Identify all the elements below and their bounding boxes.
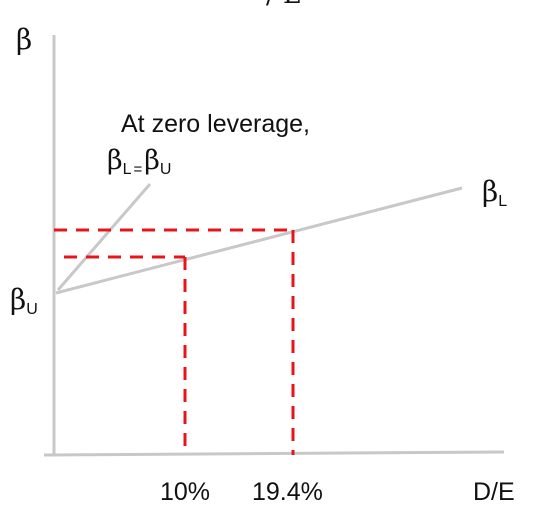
x-axis-label: D/E [473, 478, 515, 506]
y-axis-label: β [16, 23, 33, 56]
x-tick-10: 10% [160, 478, 211, 506]
x-axis [43, 450, 505, 457]
beta-l-label: βL [482, 175, 507, 210]
annotation-pointer [56, 183, 152, 291]
annotation-equals: = [133, 161, 143, 178]
x-tick-19-4: 19.4% [252, 478, 323, 506]
annotation-text: At zero leverage, [121, 110, 310, 138]
annotation-sub-l: L [122, 161, 132, 178]
annotation-beta-l: β [107, 145, 123, 176]
annotation-equation: βL=βU [107, 145, 171, 178]
beta-u-symbol: β [10, 283, 27, 316]
annotation-beta-u: β [144, 145, 160, 176]
top-fragment: / L [266, 0, 300, 8]
beta-u-label: βU [10, 283, 38, 318]
beta-l-sub: L [498, 193, 508, 210]
annotation-sub-u: U [159, 161, 172, 178]
beta-l-symbol: β [482, 175, 499, 208]
beta-l-line [55, 186, 463, 295]
beta-u-sub: U [26, 301, 38, 318]
